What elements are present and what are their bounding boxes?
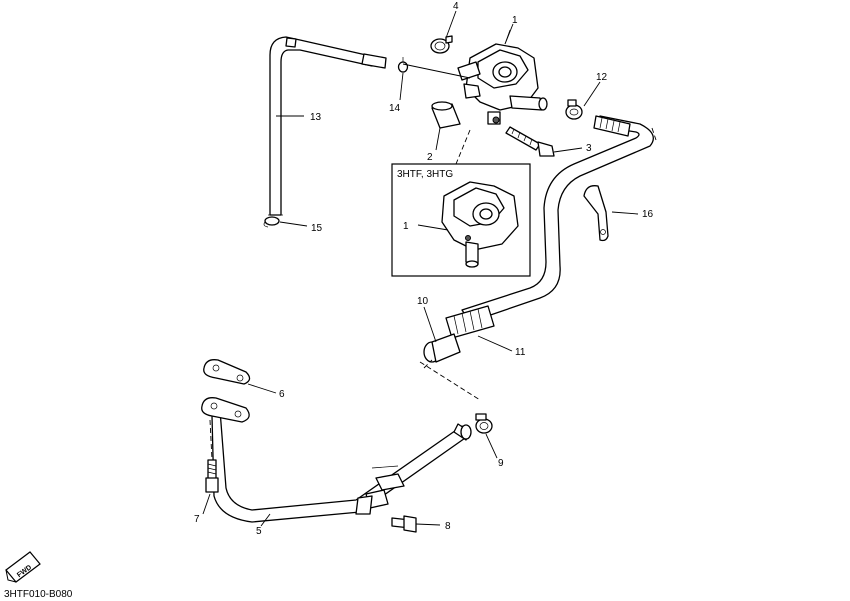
clip-9	[475, 413, 493, 434]
callout-2: 2	[427, 152, 433, 163]
callout-16: 16	[642, 209, 654, 220]
callout-5: 5	[256, 526, 262, 537]
pipe-5	[211, 409, 472, 523]
bolt-3	[505, 126, 555, 157]
callout-8: 8	[445, 521, 451, 532]
dashed-link-hose-pipe	[419, 359, 481, 401]
hose-10	[423, 115, 657, 363]
callout-4: 4	[453, 1, 459, 12]
bolt-8	[391, 515, 417, 533]
callout-3: 3	[586, 143, 592, 154]
inset-box: 3HTF, 3HTG	[391, 163, 531, 277]
pipe-flange	[201, 397, 250, 423]
callout-13: 13	[310, 112, 322, 123]
drawing-code: 3HTF010-B080	[4, 589, 73, 600]
callout-1: 1	[512, 15, 518, 26]
bolt-7	[205, 459, 219, 493]
callout-15: 15	[311, 223, 323, 234]
dashed-link-pump-inset	[455, 129, 471, 165]
callout-14: 14	[389, 103, 401, 114]
forward-arrow-icon: FWD	[5, 551, 41, 583]
dashed-link-gasket-pipe	[209, 419, 213, 461]
fuel-pump-1	[457, 29, 548, 125]
callout-6: 6	[279, 389, 285, 400]
inset-label: 3HTF, 3HTG	[397, 169, 453, 180]
callout-10: 10	[417, 296, 429, 307]
callout-11: 11	[515, 347, 526, 358]
leader-lines	[202, 10, 639, 527]
gasket-6	[203, 359, 251, 385]
hose-13	[268, 36, 387, 216]
callout-7: 7	[194, 514, 200, 525]
callout-12: 12	[596, 72, 608, 83]
clip-4	[430, 35, 453, 54]
bracket-16	[583, 185, 609, 242]
clip-15	[263, 216, 280, 228]
callout-9: 9	[498, 458, 504, 469]
collar-2	[431, 101, 461, 129]
callout-1-inset: 1	[403, 221, 409, 232]
clip-12	[565, 99, 583, 120]
